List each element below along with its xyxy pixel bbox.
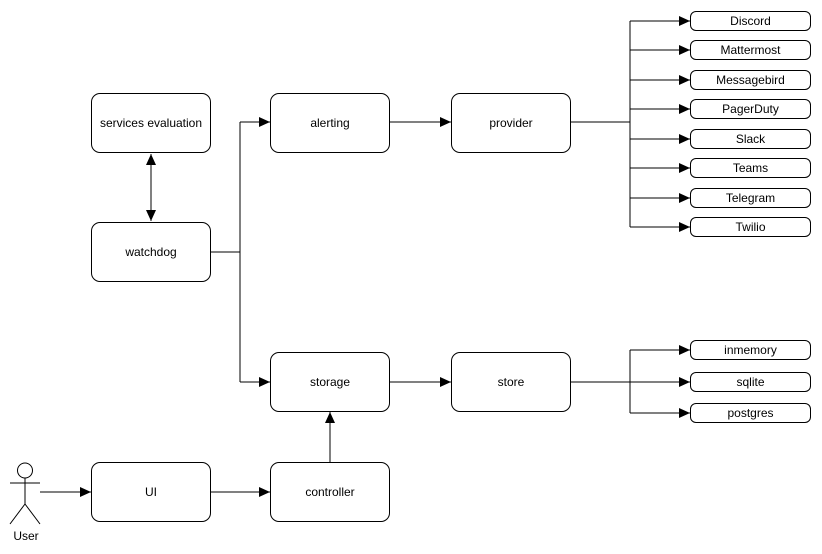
node-provider-messagebird: Messagebird bbox=[690, 70, 811, 90]
node-provider-slack: Slack bbox=[690, 129, 811, 149]
node-storage: storage bbox=[270, 352, 390, 412]
node-provider-mattermost: Mattermost bbox=[690, 40, 811, 60]
node-ui: UI bbox=[91, 462, 211, 522]
node-store-inmemory: inmemory bbox=[690, 340, 811, 360]
edge-store-trunk bbox=[571, 350, 631, 413]
node-store: store bbox=[451, 352, 571, 412]
edge-watchdog-trunk bbox=[211, 122, 241, 382]
node-services-evaluation: services evaluation bbox=[91, 93, 211, 153]
node-store-sqlite: sqlite bbox=[690, 372, 811, 392]
node-watchdog: watchdog bbox=[91, 222, 211, 282]
node-controller: controller bbox=[270, 462, 390, 522]
node-provider-discord: Discord bbox=[690, 11, 811, 31]
node-provider-teams: Teams bbox=[690, 158, 811, 178]
node-provider-twilio: Twilio bbox=[690, 217, 811, 237]
node-store-postgres: postgres bbox=[690, 403, 811, 423]
node-alerting: alerting bbox=[270, 93, 390, 153]
node-provider: provider bbox=[451, 93, 571, 153]
node-provider-telegram: Telegram bbox=[690, 188, 811, 208]
node-provider-pagerduty: PagerDuty bbox=[690, 99, 811, 119]
edge-provider-trunk bbox=[571, 21, 631, 227]
user-actor-label: User bbox=[13, 529, 39, 543]
user-actor-icon bbox=[9, 462, 41, 525]
